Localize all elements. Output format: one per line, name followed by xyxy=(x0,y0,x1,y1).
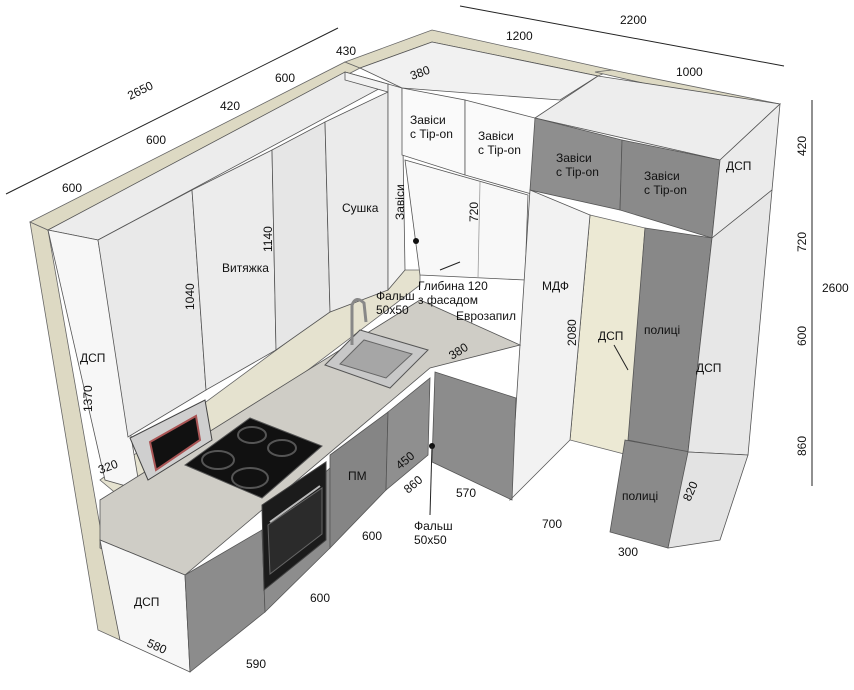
dim-1140: 1140 xyxy=(261,226,275,252)
label-shelves-1: полиці xyxy=(644,323,680,337)
label-dsp-tall-top: ДСП xyxy=(726,159,751,173)
dim-300: 300 xyxy=(618,545,638,559)
dim-600-c: 600 xyxy=(275,71,295,85)
dim-320: 320 xyxy=(96,457,120,477)
dim-720-shelf: 720 xyxy=(467,202,481,222)
label-dsp-bottom: ДСП xyxy=(134,595,159,609)
dim-1370: 1370 xyxy=(81,385,95,412)
falsh-marker-top xyxy=(413,238,419,244)
dim-2650: 2650 xyxy=(125,78,155,102)
dim-430: 430 xyxy=(336,44,356,58)
dim-600-a: 600 xyxy=(62,181,82,195)
dim-1040: 1040 xyxy=(183,283,197,310)
arrow-depth-note xyxy=(439,261,461,271)
dimension-lines xyxy=(5,5,813,516)
part-labels: ДСП ДСП ДСП ДСП ДСП Витяжка Сушка Завіси… xyxy=(80,113,751,609)
dim-right-600: 600 xyxy=(795,326,809,346)
dim-380-top: 380 xyxy=(408,63,432,83)
dim-860-base: 860 xyxy=(401,472,426,496)
dim-570: 570 xyxy=(456,486,476,500)
corner-base xyxy=(431,371,517,501)
dim-2080: 2080 xyxy=(565,319,579,346)
base-door-mid xyxy=(385,377,431,491)
faucet-icon xyxy=(350,298,368,345)
microwave-icon xyxy=(129,399,213,481)
dimension-labels: 2650 600 600 420 600 430 2200 1200 1000 … xyxy=(62,13,849,671)
label-dishwasher: ПМ xyxy=(348,469,367,483)
upper-left-cabinets xyxy=(46,71,406,491)
hinge-side-panel xyxy=(387,83,406,292)
label-eurozapyl: Еврозапил xyxy=(456,309,516,323)
dim-2200: 2200 xyxy=(620,13,647,27)
dim-700: 700 xyxy=(542,517,562,531)
dim-420: 420 xyxy=(220,99,240,113)
dim-600-oven: 600 xyxy=(310,591,330,605)
dim-600-b: 600 xyxy=(146,133,166,147)
hob-icon xyxy=(183,417,323,499)
label-shelves-2: полиці xyxy=(622,489,658,503)
tall-units xyxy=(509,75,781,549)
label-hinges-vertical: Завіси xyxy=(393,184,407,220)
upper-back-top xyxy=(358,41,600,101)
mdf-panel xyxy=(509,189,591,502)
dim-right-2600: 2600 xyxy=(822,281,849,295)
label-mdf: МДФ xyxy=(542,279,569,293)
dim-line-top-left xyxy=(5,27,339,195)
dim-1200: 1200 xyxy=(506,29,533,43)
label-hood: Витяжка xyxy=(222,261,269,275)
dim-590: 590 xyxy=(246,657,266,671)
dim-right-720: 720 xyxy=(795,232,809,252)
dim-600-dw: 600 xyxy=(362,529,382,543)
tall-right-side-panel-lower xyxy=(667,451,749,549)
label-dsp-inner: ДСП xyxy=(598,329,623,343)
arrow-falsh-bottom xyxy=(429,445,433,516)
dim-right-420: 420 xyxy=(795,136,809,156)
shelf-divider xyxy=(477,181,481,279)
dim-right-860: 860 xyxy=(795,436,809,456)
label-dsp-tall-side: ДСП xyxy=(696,361,721,375)
label-dsp-left: ДСП xyxy=(80,351,105,365)
oven-icon xyxy=(261,461,327,592)
appliances xyxy=(129,238,435,592)
arrow-dsp-inner xyxy=(613,344,629,371)
dim-line-top-right xyxy=(459,5,785,67)
upper-door-3 xyxy=(271,121,331,351)
label-dryer: Сушка xyxy=(342,201,379,215)
dim-1000: 1000 xyxy=(676,65,703,79)
